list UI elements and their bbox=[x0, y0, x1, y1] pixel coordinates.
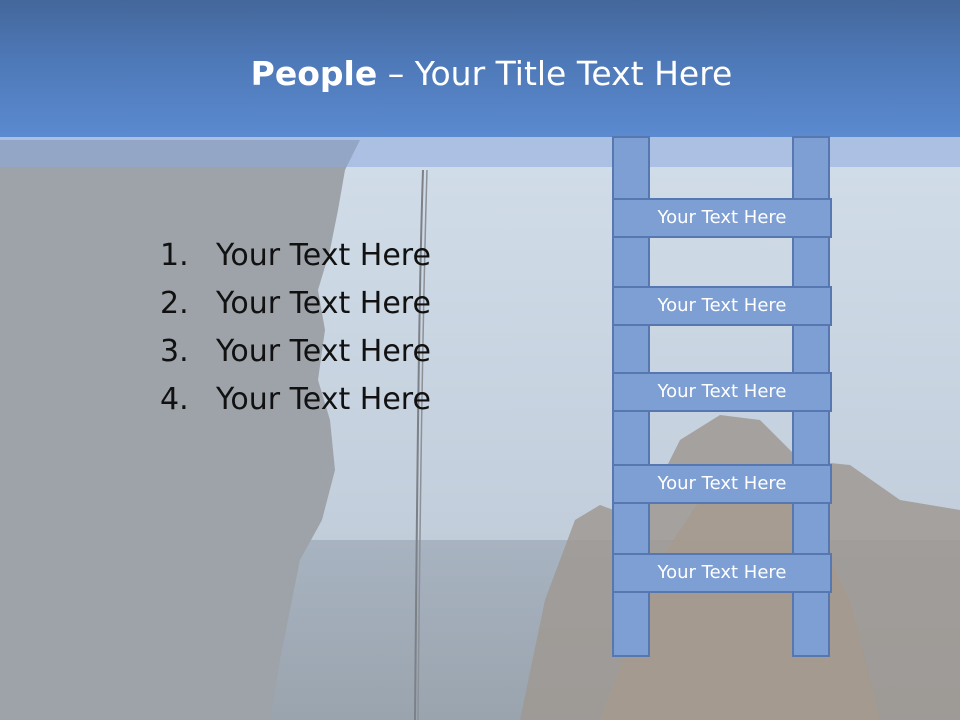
list-item: 1. Your Text Here bbox=[160, 232, 431, 280]
title-text: – Your Title Text Here bbox=[377, 54, 733, 93]
ladder-rung-2: Your Text Here bbox=[612, 286, 832, 326]
title-bar bbox=[0, 0, 960, 137]
list-number: 4. bbox=[160, 382, 189, 417]
list-text: Your Text Here bbox=[216, 334, 431, 369]
list-text: Your Text Here bbox=[216, 286, 431, 321]
list-number: 2. bbox=[160, 286, 189, 321]
title-bold-word: People bbox=[250, 54, 378, 93]
list-number: 1. bbox=[160, 238, 189, 273]
ladder-rung-3: Your Text Here bbox=[612, 372, 832, 412]
ladder-rung-1: Your Text Here bbox=[612, 198, 832, 238]
list-item: 4. Your Text Here bbox=[160, 376, 431, 424]
list-item: 3. Your Text Here bbox=[160, 328, 431, 376]
ladder-rung-4: Your Text Here bbox=[612, 464, 832, 504]
ladder-rung-5: Your Text Here bbox=[612, 553, 832, 593]
list-text: Your Text Here bbox=[216, 382, 431, 417]
list-number: 3. bbox=[160, 334, 189, 369]
numbered-list: 1. Your Text Here 2. Your Text Here 3. Your… bbox=[160, 232, 431, 424]
slide-title: People – Your Title Text Here bbox=[0, 52, 960, 96]
list-text: Your Text Here bbox=[216, 238, 431, 273]
list-item: 2. Your Text Here bbox=[160, 280, 431, 328]
